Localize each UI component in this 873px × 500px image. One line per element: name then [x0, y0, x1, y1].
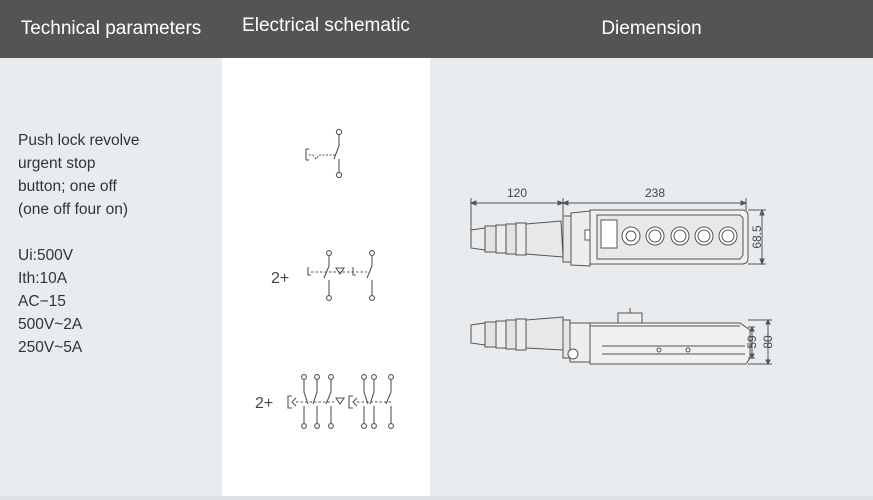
side-view-body — [562, 308, 751, 365]
tech-desc-line-4: (one off four on) — [18, 201, 129, 218]
tech-spec-ui: Ui:500V — [18, 247, 74, 264]
estop-nc-symbol — [305, 128, 343, 179]
tech-desc-line-3: button; one off — [18, 178, 117, 195]
header-dimension: Diemension — [601, 18, 702, 39]
dim-label-80: 80 — [761, 335, 775, 349]
tech-spec-250v: 250V~5A — [18, 339, 83, 356]
table-header: Technical parameters Electrical schemati… — [0, 0, 873, 58]
schematic-drawing: 2+ 2+ — [255, 128, 394, 429]
tech-spec-500v: 500V~2A — [18, 316, 83, 333]
header-electrical-schematic: Electrical schematic — [242, 15, 410, 36]
header-technical-parameters: Technical parameters — [20, 18, 202, 39]
schematic-prefix-3: 2+ — [255, 395, 273, 412]
dimension-column: 120 238 68.5 59 80 — [430, 58, 873, 500]
top-view-body — [562, 209, 749, 267]
dim-label-120: 120 — [507, 186, 527, 200]
bottom-border — [0, 496, 873, 500]
schematic-prefix-2: 2+ — [271, 270, 289, 287]
switch-symbol-3 — [287, 374, 394, 429]
side-view-cable-gland — [470, 316, 564, 351]
switch-symbol-2 — [307, 250, 375, 301]
top-view-cable-gland — [470, 220, 564, 258]
tech-spec-ith: Ith:10A — [18, 270, 68, 287]
tech-desc-line-1: Push lock revolve — [18, 132, 140, 149]
dim-label-68-5: 68.5 — [750, 225, 764, 249]
electrical-schematic-column: 2+ 2+ — [222, 58, 430, 500]
dimension-drawing: 120 238 68.5 59 80 — [469, 186, 775, 366]
technical-parameters-column — [0, 58, 222, 500]
dim-label-238: 238 — [645, 186, 665, 200]
tech-spec-ac: AC−15 — [18, 293, 66, 310]
tech-desc-line-2: urgent stop — [18, 155, 96, 172]
dim-label-59: 59 — [745, 335, 759, 349]
